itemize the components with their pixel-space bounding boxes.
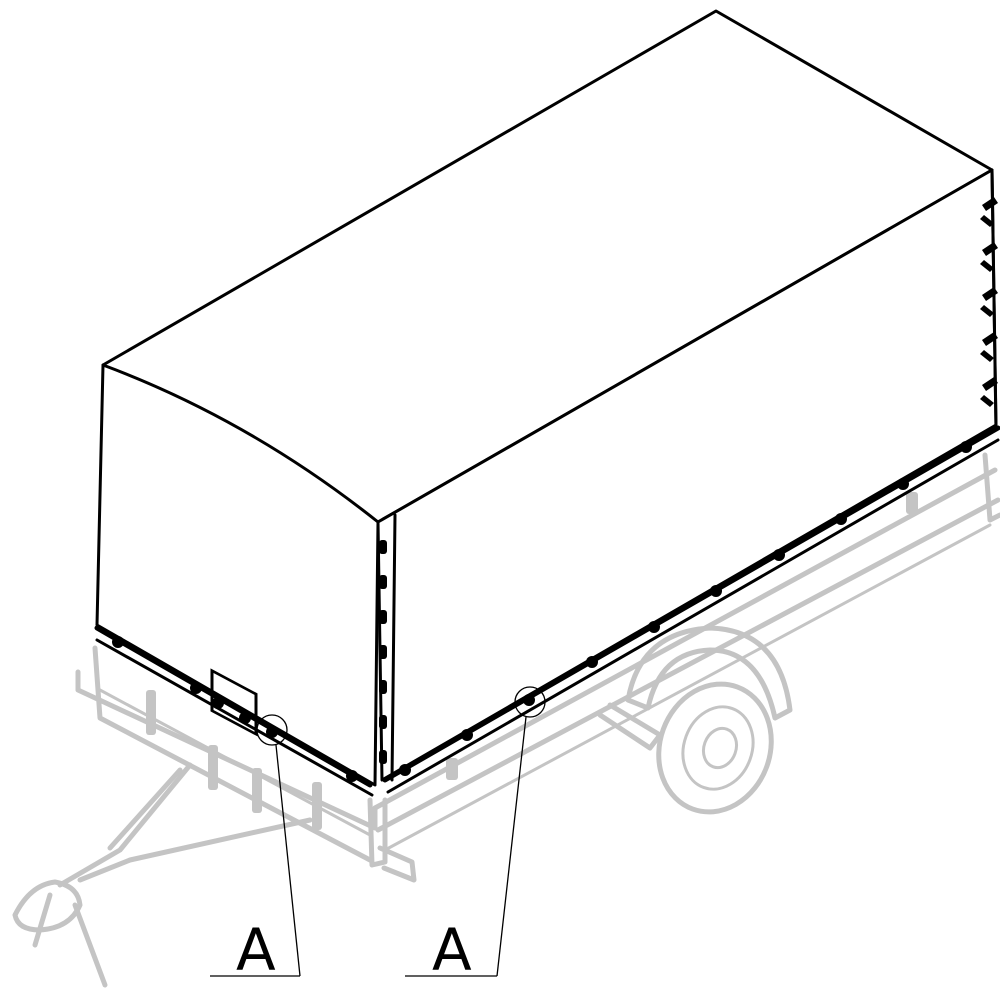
callout-label: A [432, 916, 472, 984]
fastener-pin [212, 697, 224, 709]
tent-front-bottom-rail [94, 625, 373, 788]
fastener-pin [835, 513, 847, 525]
fastener-pin [586, 656, 598, 668]
trailer-stake-1 [146, 690, 156, 735]
lacing-hook [379, 750, 387, 764]
corner-lacing-front [379, 540, 387, 764]
tent-cover [94, 9, 1000, 797]
trailer-stake-3 [252, 768, 262, 813]
wheel-tire [656, 681, 774, 815]
tent-front-bottom-edge [95, 638, 374, 797]
trailer-side-stake-2 [906, 492, 918, 514]
corner-lacing-rear [980, 197, 998, 407]
fastener-pin [523, 694, 535, 706]
tent-side-bottom-rail [382, 425, 1000, 783]
lacing-hook [379, 540, 387, 554]
callout-circle [514, 686, 546, 718]
callout-label: A [236, 916, 276, 984]
trailer-corner-bracket [377, 845, 417, 883]
callout-circle [256, 714, 288, 746]
trailer-rear-post [982, 452, 1000, 523]
trailer-side-rail-top [372, 467, 998, 811]
tent-rear-corner [990, 168, 998, 432]
fastener-pin [710, 585, 722, 597]
wheel-rim [681, 705, 755, 791]
lacing-hook [379, 715, 387, 729]
tent-corner-seam [390, 513, 397, 782]
trailer-stake-4 [312, 782, 322, 830]
callout-leader [496, 716, 527, 977]
trailer-side-stake-1 [446, 758, 458, 780]
trailer-corner-post [367, 797, 388, 868]
fastener-pin [266, 726, 278, 738]
callout-leader [275, 744, 301, 977]
lacing-hook [379, 680, 387, 694]
trailer-front-mid-rail [98, 688, 372, 837]
tent-side-bottom-edge [386, 438, 1000, 794]
fastener-pin [399, 764, 411, 776]
lacing-hook [980, 242, 998, 272]
fastener-pin [112, 636, 124, 648]
lacing-hook [379, 575, 387, 589]
fastener-pin [648, 621, 660, 633]
coupling-head [12, 879, 83, 933]
tent-fasteners [112, 441, 972, 782]
fastener-pin [461, 729, 473, 741]
coupling-chain [32, 892, 53, 948]
lacing-hook [980, 332, 998, 362]
callout-a-left: A [210, 714, 301, 984]
drawbar-left [57, 762, 193, 888]
lacing-hook [980, 287, 998, 317]
lacing-hook [379, 645, 387, 659]
lacing-hook [379, 610, 387, 624]
trailer-chassis [12, 452, 1000, 988]
fastener-pin [960, 441, 972, 453]
axle-bracket [597, 702, 663, 751]
fastener-pin [190, 682, 202, 694]
fastener-pin [346, 770, 358, 782]
fastener-pin [897, 478, 909, 490]
wheel-fender [625, 625, 793, 721]
fastener-pin [773, 549, 785, 561]
callout-a-right: A [405, 686, 546, 984]
trailer-stake-2 [208, 745, 218, 790]
tent-front-plate [210, 668, 258, 737]
trailer-side-rail-mid [375, 497, 1000, 833]
lacing-hook [980, 377, 998, 407]
fastener-pin [239, 712, 251, 724]
trailer-front-lower-rail [92, 645, 373, 863]
drawbar-inner [107, 767, 183, 851]
wheel-hub [701, 726, 739, 770]
drawbar-right [77, 817, 313, 883]
trailer-side-rail-low [383, 523, 992, 852]
lacing-hook [980, 197, 998, 227]
jockey-leg [72, 902, 108, 988]
